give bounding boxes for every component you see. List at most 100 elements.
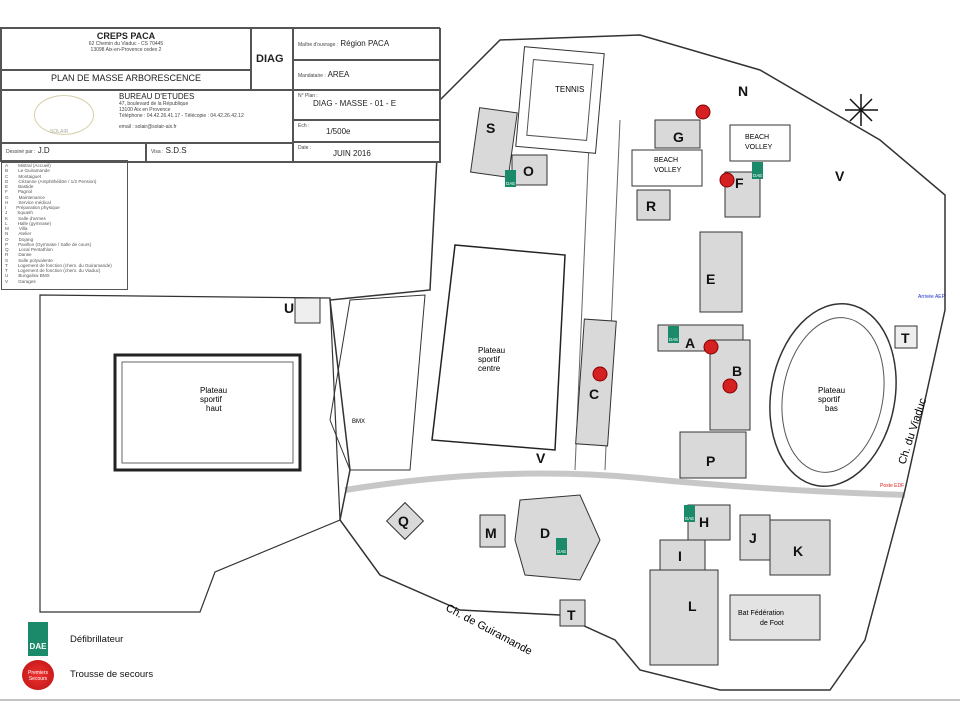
legend-value: Pagnol <box>17 189 33 195</box>
legend-value: Danse <box>18 252 32 258</box>
visa-label: Visa : <box>151 149 164 155</box>
beach-volley-2 <box>729 124 791 162</box>
edf-label: Poste EDF <box>880 483 904 489</box>
office-address: 13100 Aix en Provence <box>119 107 171 113</box>
road-label-guiramande: Ch. de Guiramande <box>444 602 534 658</box>
foot-building <box>729 594 821 641</box>
first-aid-text: Secours <box>28 676 48 682</box>
svg-text:DAE: DAE <box>753 173 762 178</box>
client-address: 62 Chemin du Viaduc - CS 70445 <box>88 41 164 47</box>
building-label: Q <box>398 513 409 529</box>
building-label: A <box>685 335 695 351</box>
site-boundary-west <box>39 294 341 613</box>
plateau-centre-label: Plateau <box>478 346 505 355</box>
legend-key: T <box>5 262 8 268</box>
building-label: V <box>536 450 546 466</box>
mandataire-value: AREA <box>327 70 350 79</box>
plateau-haut-label: sportif <box>200 395 223 404</box>
legend-row: V Garages <box>5 279 124 284</box>
office-title: BUREAU D'ETUDES <box>119 92 195 101</box>
building-label: U <box>284 300 294 316</box>
legend-key: D <box>5 178 9 184</box>
svg-text:DAE: DAE <box>685 516 694 521</box>
legend-key: G <box>5 194 9 200</box>
legend-row: R Danse <box>5 252 124 257</box>
solair-logo-text: SOLAIR <box>50 129 69 135</box>
legend-value: Le Guiramande <box>18 168 50 174</box>
scale-label: Ech : <box>298 123 310 129</box>
legend-key: N <box>5 231 9 237</box>
site-boundary <box>329 34 946 691</box>
plan-no-label: N° Plan : <box>298 93 318 99</box>
plateau-centre-label: sportif <box>478 355 501 364</box>
plateau-bas-label: bas <box>825 404 838 413</box>
plateau-centre-label: centre <box>478 364 501 373</box>
legend-value: Mistral (Accueil) <box>18 163 51 168</box>
building-label: R <box>646 198 656 214</box>
dae-icon: DAE <box>668 326 679 343</box>
legend-row: F Pagnol <box>5 189 124 194</box>
building-label: T <box>901 330 910 346</box>
building-label: H <box>699 514 709 530</box>
svg-text:DAE: DAE <box>506 181 515 186</box>
first-aid-icon <box>703 339 719 355</box>
first-aid-key-label: Trousse de secours <box>70 669 154 680</box>
building-label: T <box>567 607 576 623</box>
dae-key-icon: DAE <box>28 622 48 656</box>
legend-value: Garages <box>18 278 36 284</box>
building-label: M <box>485 525 497 541</box>
legend-key: F <box>5 189 8 195</box>
legend-key: P <box>5 241 9 247</box>
dae-icon: DAE <box>505 170 516 187</box>
legend-key: R <box>5 252 9 258</box>
building-label: B <box>732 363 742 379</box>
office-address: 47, boulevard de la République <box>119 101 189 107</box>
arrivee-label: Arrivée AEP <box>918 294 946 300</box>
plateau-bas-label: Plateau <box>818 386 845 395</box>
plateau-bas-track <box>769 303 897 487</box>
building-label: N <box>738 83 748 99</box>
legend-value: Local Pentathlon <box>18 247 53 252</box>
legend-key: E <box>5 184 9 189</box>
legend-value: Squash <box>17 210 33 216</box>
legend-key: V <box>5 278 9 284</box>
road <box>344 470 906 498</box>
legend-key: B <box>5 168 9 174</box>
building-label: V <box>835 168 845 184</box>
bmx-label: BMX <box>352 419 365 425</box>
legend-value: Dojang <box>18 236 34 242</box>
building-label: E <box>706 271 715 287</box>
building-label: I <box>678 548 682 564</box>
first-aid-markers <box>592 104 738 394</box>
building-label: S <box>486 120 495 136</box>
legend-value: Maintenance <box>18 194 45 200</box>
foot-label: Bat Fédération <box>738 610 784 617</box>
legend-value: Logement de fonction (chem. du Guiramand… <box>17 262 112 268</box>
building-label: C <box>589 386 599 402</box>
maitre-label: Maître d'ouvrage : <box>298 42 339 48</box>
beach-volley-1 <box>631 149 703 187</box>
first-aid-icon <box>722 378 738 394</box>
north-arrow-icon <box>845 94 878 126</box>
building-label: O <box>523 163 534 179</box>
legend-key: L <box>5 220 8 226</box>
first-aid-icon <box>695 104 711 120</box>
legend-key: T <box>5 268 8 273</box>
drawn-value: J.D <box>37 146 50 155</box>
tennis-label: TENNIS <box>555 85 584 94</box>
bmx-area <box>329 294 426 471</box>
